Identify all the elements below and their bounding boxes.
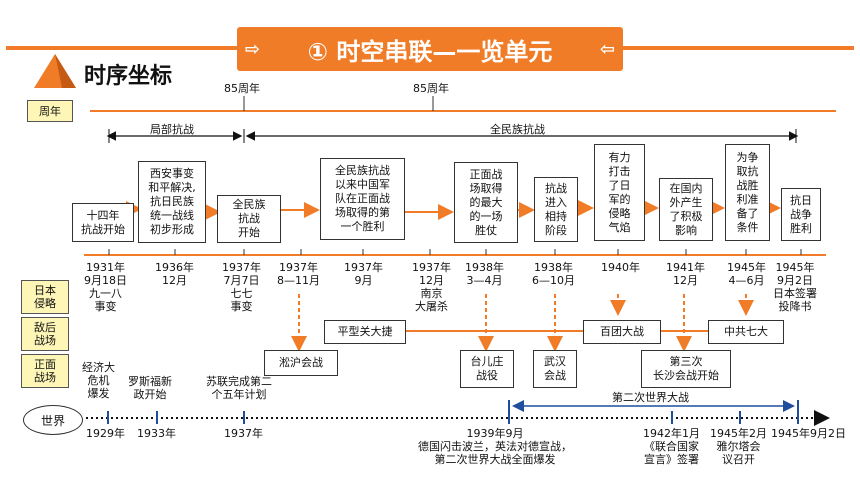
- battle-wuhan: 武汉 会战: [533, 350, 577, 388]
- world-date-1933: 1933年: [137, 427, 176, 440]
- anniv-mark-1: 85周年: [224, 82, 260, 95]
- phase-box-5: 正面战 场取得 的最大 的一场 胜仗: [454, 162, 518, 243]
- row-label-japan: 日本 侵略: [21, 280, 69, 314]
- row-label-front: 正面 战场: [21, 354, 69, 388]
- world-crisis: 经济大 危机 爆发: [82, 361, 115, 400]
- world-date-1939: 1939年9月 德国闪击波兰，英法对德宣战， 第二次世界大战全面爆发: [418, 427, 572, 466]
- date-1936: 1936年 12月: [155, 261, 194, 287]
- world-soviet: 苏联完成第二 个五年计划: [206, 375, 272, 401]
- title-banner: ⇨ ① 时空串联—一览单元 ⇦: [237, 27, 623, 71]
- battle-baituan: 百团大战: [583, 320, 661, 344]
- date-1940: 1940年: [601, 261, 640, 274]
- date-1931: 1931年 9月18日 九一八 事变: [84, 261, 127, 313]
- section-heading: 时序坐标: [84, 64, 173, 89]
- world-roosevelt: 罗斯福新 政开始: [128, 375, 172, 401]
- world-date-1945-9: 1945年9月2日: [771, 427, 846, 440]
- battle-songhu: 淞沪会战: [264, 350, 338, 376]
- phase-box-10: 抗日 战争 胜利: [781, 188, 821, 241]
- row-label-world: 世界: [23, 405, 83, 435]
- world-ww2-span: 第二次世界大战: [612, 391, 689, 404]
- period-national: 全民族抗战: [490, 123, 545, 136]
- anniv-mark-2: 85周年: [413, 82, 449, 95]
- date-1937-8: 1937年 8—11月: [277, 261, 320, 287]
- row-label-anniversary: 周年: [27, 100, 73, 122]
- date-1937-9: 1937年 9月: [344, 261, 383, 287]
- world-date-1929: 1929年: [86, 427, 125, 440]
- arrow-right-icon: ⇨: [245, 39, 261, 60]
- phase-box-1: 十四年 抗战开始: [72, 203, 134, 242]
- battle-pingxingguan: 平型关大捷: [324, 320, 406, 344]
- phase-box-6: 抗战 进入 相持 阶段: [534, 177, 578, 242]
- world-date-1942: 1942年1月 《联合国家 宣言》签署: [643, 427, 700, 466]
- phase-box-2: 西安事变 和平解决, 抗日民族 统一战线 初步形成: [138, 161, 206, 243]
- phase-box-9: 为争 取抗 战胜 利准 备了 条件: [725, 144, 770, 241]
- phase-box-8: 在国内 外产生 了积极 影响: [659, 178, 713, 241]
- date-1938-3: 1938年 3—4月: [465, 261, 504, 287]
- pyramid-icon: [34, 54, 76, 88]
- phase-box-7: 有力 打击 了日 军的 侵略 气焰: [594, 144, 645, 241]
- world-date-1937: 1937年: [224, 427, 263, 440]
- battle-changsha: 第三次 长沙会战开始: [641, 350, 731, 388]
- row-label-rear: 敌后 战场: [21, 317, 69, 351]
- date-1941: 1941年 12月: [666, 261, 705, 287]
- event-qida: 中共七大: [708, 320, 784, 344]
- date-1938-6: 1938年 6—10月: [532, 261, 575, 287]
- world-date-1945-2: 1945年2月 雅尔塔会 议召开: [710, 427, 767, 466]
- date-1937-12: 1937年 12月 南京 大屠杀: [412, 261, 451, 313]
- phase-box-3: 全民族 抗战 开始: [217, 195, 281, 243]
- date-1945-9: 1945年 9月2日 日本签署 投降书: [773, 261, 817, 313]
- date-1937-7: 1937年 7月7日 七七 事变: [222, 261, 261, 313]
- battle-taierzhuang: 台儿庄 战役: [460, 350, 514, 388]
- date-1945-4: 1945年 4—6月: [727, 261, 766, 287]
- arrow-left-icon: ⇦: [599, 39, 615, 60]
- period-local: 局部抗战: [150, 123, 194, 136]
- phase-box-4: 全民族抗战 以来中国军 队在正面战 场取得的第 一个胜利: [320, 158, 405, 240]
- page-title: ① 时空串联—一览单元: [307, 37, 553, 66]
